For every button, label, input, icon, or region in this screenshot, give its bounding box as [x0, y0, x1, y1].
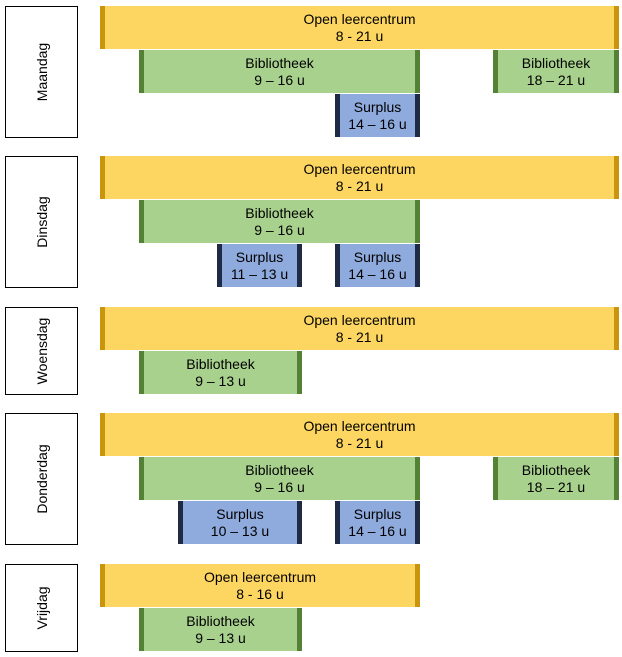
block-title: Bibliotheek [245, 461, 314, 478]
block-surplus: Surplus 11 – 13 u [217, 244, 302, 287]
block-time: 9 – 13 u [195, 372, 246, 389]
block-time: 9 – 13 u [195, 629, 246, 646]
block-open-leercentrum: Open leercentrum 8 - 21 u [100, 307, 619, 350]
day-label: Woensdag [33, 317, 50, 385]
block-time: 9 – 16 u [254, 221, 305, 238]
block-open-leercentrum: Open leercentrum 8 - 21 u [100, 156, 619, 199]
block-time: 8 - 21 u [335, 434, 384, 451]
day-label-box-vrijdag: Vrijdag [5, 564, 78, 652]
block-time: 14 – 16 u [348, 265, 407, 282]
block-title: Open leercentrum [303, 311, 416, 328]
block-time: 8 - 21 u [335, 328, 384, 345]
block-surplus: Surplus 14 – 16 u [335, 501, 420, 544]
day-label-box-donderdag: Donderdag [5, 413, 78, 545]
block-surplus: Surplus 10 – 13 u [178, 501, 302, 544]
block-title: Open leercentrum [203, 568, 317, 585]
block-time: 8 - 21 u [335, 27, 384, 44]
day-label: Dinsdag [33, 196, 50, 248]
block-title: Surplus [216, 505, 264, 522]
block-bibliotheek: Bibliotheek 9 – 13 u [139, 608, 302, 651]
block-title: Bibliotheek [186, 355, 255, 372]
block-time: 9 – 16 u [254, 71, 305, 88]
block-title: Bibliotheek [245, 204, 314, 221]
day-label-box-maandag: Maandag [5, 6, 78, 138]
block-open-leercentrum: Open leercentrum 8 - 21 u [100, 413, 619, 456]
block-bibliotheek: Bibliotheek 9 – 16 u [139, 50, 420, 93]
block-bibliotheek: Bibliotheek 9 – 16 u [139, 200, 420, 243]
block-time: 10 – 13 u [210, 522, 270, 539]
block-bibliotheek: Bibliotheek 9 – 13 u [139, 351, 302, 394]
day-label: Maandag [33, 42, 50, 102]
block-title: Surplus [353, 505, 402, 522]
block-title: Open leercentrum [303, 417, 416, 434]
day-label: Vrijdag [33, 586, 50, 630]
block-time: 8 - 16 u [236, 585, 284, 602]
block-title: Open leercentrum [303, 10, 416, 27]
block-time: 14 – 16 u [348, 115, 407, 132]
block-surplus: Surplus 14 – 16 u [335, 244, 420, 287]
block-bibliotheek: Bibliotheek 18 – 21 u [493, 457, 619, 500]
block-title: Bibliotheek [521, 54, 591, 71]
block-time: 11 – 13 u [230, 265, 289, 282]
block-time: 18 – 21 u [526, 71, 586, 88]
block-bibliotheek: Bibliotheek 18 – 21 u [493, 50, 619, 93]
block-time: 8 - 21 u [335, 177, 384, 194]
block-title: Surplus [353, 98, 402, 115]
block-time: 14 – 16 u [348, 522, 407, 539]
block-title: Bibliotheek [186, 612, 255, 629]
block-title: Bibliotheek [521, 461, 591, 478]
day-label-box-woensdag: Woensdag [5, 307, 78, 395]
block-open-leercentrum: Open leercentrum 8 - 21 u [100, 6, 619, 49]
block-title: Surplus [353, 248, 402, 265]
block-title: Bibliotheek [245, 54, 314, 71]
block-time: 18 – 21 u [526, 478, 586, 495]
block-time: 9 – 16 u [254, 478, 305, 495]
block-open-leercentrum: Open leercentrum 8 - 16 u [100, 564, 420, 607]
block-surplus: Surplus 14 – 16 u [335, 94, 420, 137]
day-label-box-dinsdag: Dinsdag [5, 156, 78, 288]
day-label: Donderdag [33, 444, 50, 514]
block-bibliotheek: Bibliotheek 9 – 16 u [139, 457, 420, 500]
block-title: Surplus [235, 248, 284, 265]
block-title: Open leercentrum [303, 160, 416, 177]
